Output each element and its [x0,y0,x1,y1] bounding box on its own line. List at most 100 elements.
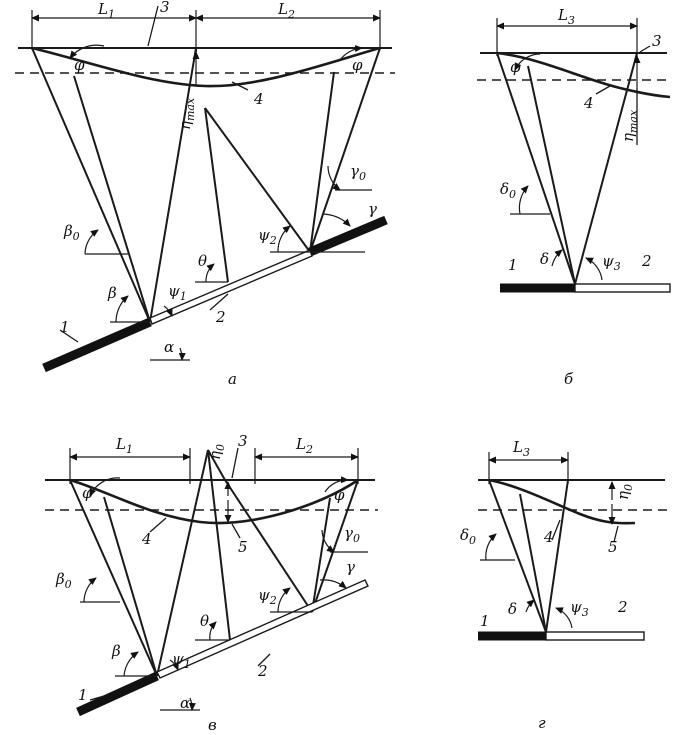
angle-arc-beta0 [84,229,99,255]
label-phi-right: φ [334,486,345,504]
rail-bottom-2 [574,283,671,293]
angle-arc-delta0 [485,533,497,561]
angle-arc-psi3 [555,607,573,629]
angle-arc-psi2 [277,587,291,613]
label-gamma0: γ0 [350,162,366,183]
ray-right-inner [309,71,335,253]
label-4: 4 [543,528,554,546]
label-3: 3 [238,432,248,450]
ray-left-outer [69,479,158,677]
label-L3: L3 [557,6,575,27]
angle-arc-psi1 [163,305,173,317]
caption-v: в [208,716,217,734]
label-delta: δ [540,250,549,268]
angle-arc-psi2 [277,225,291,253]
label-phi-left: φ [82,484,93,502]
label-eta0: η0 [614,484,635,500]
angle-arc-beta0 [83,577,97,603]
label-theta: θ [198,252,207,270]
angle-arc-delta0 [518,185,529,215]
label-beta: β [107,284,117,302]
ray-right-outer [309,47,381,253]
ray-left-inner [73,75,151,323]
label-gamma0: γ0 [344,524,360,545]
ray-psi2 [224,479,313,613]
label-delta: δ [508,600,517,618]
angle-arc-phi [514,53,541,71]
wave-profile-curve-4 [69,478,359,525]
label-alpha: α [164,338,174,356]
label-eta-max: ηmax [176,97,197,130]
label-3: 3 [160,0,170,16]
rail-bottom-2 [156,579,369,679]
solid-bottom-upper [308,215,388,257]
angle-arc-gamma0 [321,529,335,553]
leader-5 [231,523,241,539]
ray-outer [488,479,547,633]
label-L2: L2 [277,0,295,21]
label-beta: β [111,642,121,660]
label-2: 2 [257,662,268,680]
label-beta0: β0 [55,570,72,591]
label-2: 2 [215,308,226,326]
label-2: 2 [641,252,652,270]
ray-right-inner [311,497,331,613]
label-eta0: η0 [206,444,227,460]
label-psi3: ψ3 [602,252,621,273]
leader-4 [595,85,611,95]
label-L3: L3 [512,438,530,459]
label-1: 1 [78,686,88,704]
label-2: 2 [617,598,628,616]
label-L1: L1 [97,0,115,21]
angle-arc-alpha [188,697,196,711]
caption-a: а [228,370,237,388]
label-phi: φ [510,58,521,76]
angle-arc-phi-right [339,44,363,61]
label-4: 4 [253,90,264,108]
ray-right-outer [311,479,359,613]
label-L2: L2 [295,435,313,456]
ray-theta [204,107,229,283]
ray-theta [207,449,231,641]
ray-front [574,52,638,285]
label-phi-left: φ [74,56,85,74]
label-4: 4 [141,530,152,548]
angle-arc-theta [208,621,217,641]
angle-arc-gamma [319,579,347,589]
label-gamma: γ [368,200,377,218]
angle-arc-delta [551,249,563,267]
label-3: 3 [652,32,662,50]
angle-arc-beta [123,651,139,677]
ray-inner [519,493,547,633]
wave-profile-curve-4 [31,46,381,88]
solid-bottom-1 [76,671,159,717]
ray-center [149,47,197,323]
angle-arc-gamma [321,213,351,227]
ray-front [545,479,569,633]
angle-arc-phi-left [89,477,121,497]
ray-left-inner [103,496,158,677]
label-4: 4 [583,94,594,112]
ray-center [156,449,209,677]
label-5: 5 [608,538,618,556]
label-delta0: δ0 [460,526,476,547]
label-psi3: ψ3 [570,598,589,619]
leader-1 [89,695,105,701]
panel-g: L3 η0 δ0 4 5 δ ψ3 1 2 г [460,438,668,732]
leader-5 [613,525,619,543]
leader-3 [147,5,159,47]
wave-profile-curve-4 [488,478,636,525]
caption-g: г [538,714,546,732]
leader-4 [231,81,249,91]
rail-bottom-2 [545,631,645,641]
ray-psi2 [204,107,311,253]
ray-inner [527,65,576,285]
label-psi2: ψ2 [258,586,277,607]
ray-left-outer [31,47,151,323]
wave-profile-curve-4 [496,51,671,99]
angle-arc-delta [525,599,535,613]
label-gamma: γ [346,558,355,576]
ray-outer [496,52,576,285]
label-alpha: α [180,694,190,712]
